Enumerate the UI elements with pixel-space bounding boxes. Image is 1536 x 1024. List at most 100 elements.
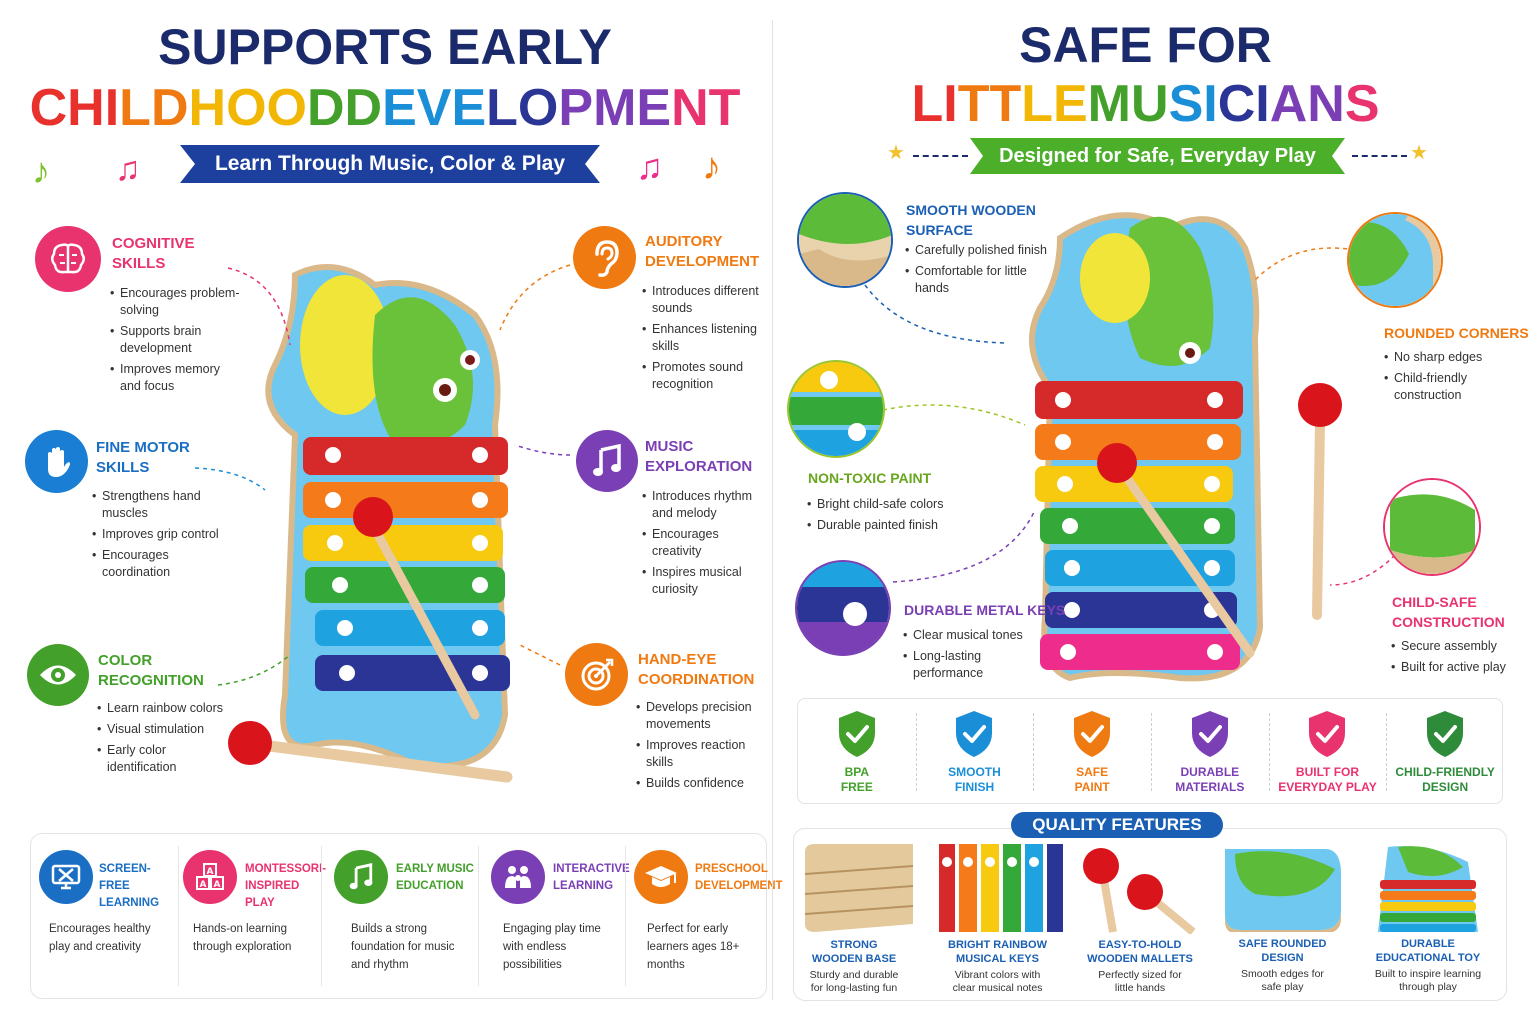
list-item: Early color identification — [97, 742, 237, 776]
durable-metal-keys-title: DURABLE METAL KEYS — [904, 602, 1066, 618]
left-title-rainbow-text: CHILDHOOD DEVELOPMENT — [30, 78, 741, 138]
music-note-icon: ♪ — [702, 146, 721, 188]
smooth-surface-zoom — [797, 192, 893, 288]
smooth-wooden-surface-title: SMOOTH WOODEN SURFACE — [906, 202, 1036, 238]
rounded-corners-title: ROUNDED CORNERS — [1384, 325, 1529, 341]
list-item: Clear musical tones — [903, 627, 1053, 644]
badge-separator — [1033, 713, 1035, 791]
list-item: Supports brain development — [110, 323, 240, 357]
list-item: Encourages problem-solving — [110, 285, 240, 319]
xylophone-illustration — [1029, 212, 1264, 682]
title-letter: O — [266, 79, 307, 137]
hand-eye-coordination-bullets: Develops precision movements Improves re… — [636, 699, 766, 796]
title-letter: M — [593, 79, 637, 137]
title-letter: H — [67, 79, 105, 137]
cognitive-skills-title: COGNITIVE SKILLS — [112, 235, 195, 272]
non-toxic-paint-title: NON-TOXIC PAINT — [808, 470, 932, 486]
music-exploration-title: MUSIC EXPLORATION — [645, 438, 753, 475]
shield-check-icon — [1191, 711, 1228, 757]
badge-line2: FINISH — [954, 780, 995, 794]
title-letter: P — [558, 79, 594, 137]
mallet-illustration — [1298, 383, 1342, 620]
family-icon — [491, 850, 545, 904]
auditory-development-bullets: Introduces different sounds Enhances lis… — [642, 283, 767, 397]
title-letter: E — [636, 79, 672, 137]
title-letter: C — [1217, 75, 1256, 133]
benefit-desc: Builds a strong foundation for music and… — [351, 923, 455, 971]
metal-keys-zoom — [795, 560, 891, 656]
music-note-icon: ♫ — [115, 150, 141, 188]
rainbow-keys-image — [939, 844, 1063, 932]
mallet-illustration — [228, 721, 513, 783]
badge-separator — [1386, 713, 1388, 791]
hand-icon — [25, 430, 88, 493]
educational-toy-image — [1378, 846, 1478, 932]
list-item: Inspires musical curiosity — [642, 564, 767, 598]
color-recognition-bullets: Learn rainbow colors Visual stimulation … — [97, 700, 237, 780]
title-letter: I — [104, 79, 120, 137]
list-item: Encourages coordination — [92, 547, 222, 581]
panel-divider — [772, 20, 773, 1000]
graduation-cap-icon — [634, 850, 688, 904]
list-item: Learn rainbow colors — [97, 700, 237, 717]
child-safe-construction-zoom — [1383, 478, 1481, 576]
fine-motor-skills-bullets: Strengthens hand muscles Improves grip c… — [92, 488, 222, 585]
list-item: Visual stimulation — [97, 721, 237, 738]
right-panel: SAFE FOR LITTLE MUSICIANS ★ Designed for… — [775, 0, 1536, 1024]
benefit-title: MONTESSORI-INSPIRED PLAY — [245, 863, 327, 909]
right-ribbon-text: Designed for Safe, Everyday Play — [999, 145, 1316, 167]
list-item: Carefully polished finish — [905, 242, 1055, 259]
title-letter: T — [989, 75, 1022, 133]
connector-lines — [864, 247, 1396, 586]
title-letter: E — [451, 79, 487, 137]
star-icon: ★ — [887, 142, 905, 164]
title-letter: I — [1203, 75, 1218, 133]
title-letter: A — [1269, 75, 1308, 133]
badge-line2: EVERYDAY PLAY — [1278, 780, 1377, 794]
list-item: Enhances listening skills — [642, 321, 767, 355]
screen-free-icon — [39, 850, 93, 904]
title-letter: O — [226, 79, 267, 137]
badge-line1: BPA — [844, 765, 870, 779]
title-letter: M — [1087, 75, 1131, 133]
title-letter: L — [119, 79, 151, 137]
badge-separator — [1268, 713, 1270, 791]
badge-line2: PAINT — [1074, 780, 1110, 794]
rounded-corners-bullets: No sharp edges Child-friendly constructi… — [1384, 349, 1534, 408]
list-item: Long-lasting performance — [903, 648, 1053, 682]
rounded-corners-zoom — [1347, 212, 1443, 308]
shield-check-icon — [1427, 711, 1464, 757]
music-note-icon — [576, 430, 638, 492]
badge-line1: BUILT FOR — [1295, 765, 1360, 779]
fine-motor-skills-title: FINE MOTOR SKILLS — [96, 439, 190, 476]
right-title-rainbow-text: LITTLE MUSICIANS — [911, 74, 1379, 134]
title-letter: E — [382, 79, 417, 137]
title-letter: D — [344, 79, 383, 137]
list-item: Improves grip control — [92, 526, 222, 543]
right-ribbon-shape — [970, 138, 1345, 174]
list-item: Improves memory and focus — [110, 361, 240, 395]
child-safe-construction-bullets: Secure assembly Built for active play — [1391, 638, 1536, 680]
title-letter: E — [1052, 75, 1088, 133]
title-letter: V — [416, 79, 452, 137]
left-benefits-bar: SCREEN-FREE LEARNING Encourages healthy … — [30, 833, 783, 999]
title-letter: N — [671, 79, 709, 137]
quality-features-label: QUALITY FEATURES — [1011, 812, 1223, 838]
benefit-title: EARLY MUSIC EDUCATION — [396, 863, 474, 892]
